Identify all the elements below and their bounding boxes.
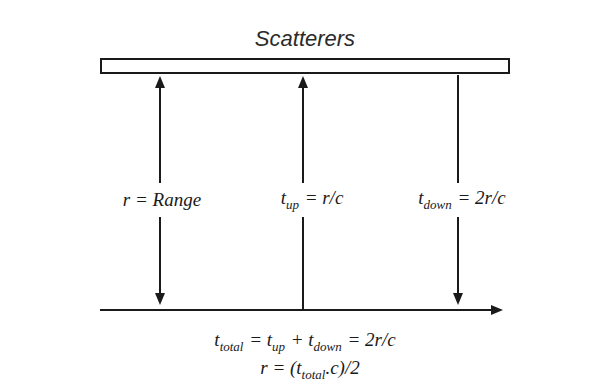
- arrow-head: [453, 293, 463, 305]
- equation-text: = r/c: [305, 187, 344, 210]
- arrow-head: [298, 76, 308, 88]
- equation-text: = 2r/c: [457, 187, 505, 210]
- equation-text: + t: [291, 329, 314, 352]
- subscript: total: [220, 339, 244, 355]
- time-axis: [100, 309, 494, 311]
- arrow-head: [491, 305, 503, 315]
- down-arrow-upper: [457, 75, 459, 183]
- equation-text: r = (t: [260, 357, 301, 380]
- subscript: up: [272, 339, 285, 355]
- down-arrow-lower: [457, 217, 459, 297]
- arrow-head: [155, 293, 165, 305]
- down-time-label: tdown = 2r/c: [415, 187, 508, 213]
- equation-text: = 2r/c: [347, 329, 395, 352]
- equation-text: t: [281, 187, 286, 210]
- equation-text: t: [214, 329, 219, 352]
- range-arrow-upper: [159, 84, 161, 183]
- equation-text: .c)/2: [325, 357, 359, 380]
- band-heading: Scatterers: [255, 26, 355, 52]
- total-time-equation: ttotal = tup + tdown = 2r/c: [211, 329, 398, 355]
- subscript: total: [302, 367, 326, 383]
- up-time-label: tup = r/c: [278, 187, 347, 213]
- arrow-head: [155, 76, 165, 88]
- subscript: down: [314, 339, 342, 355]
- range-equation: r = (ttotal.c)/2: [257, 357, 362, 383]
- up-arrow-upper: [302, 84, 304, 183]
- scatterer-band: Scatterers: [100, 58, 510, 74]
- range-arrow-lower: [159, 217, 161, 297]
- equation-text: r = Range: [123, 189, 201, 212]
- up-arrow-lower: [302, 217, 304, 309]
- equation-text: = t: [249, 329, 272, 352]
- range-label: r = Range: [120, 189, 204, 212]
- subscript: up: [286, 197, 299, 213]
- subscript: down: [424, 197, 452, 213]
- equation-text: t: [418, 187, 423, 210]
